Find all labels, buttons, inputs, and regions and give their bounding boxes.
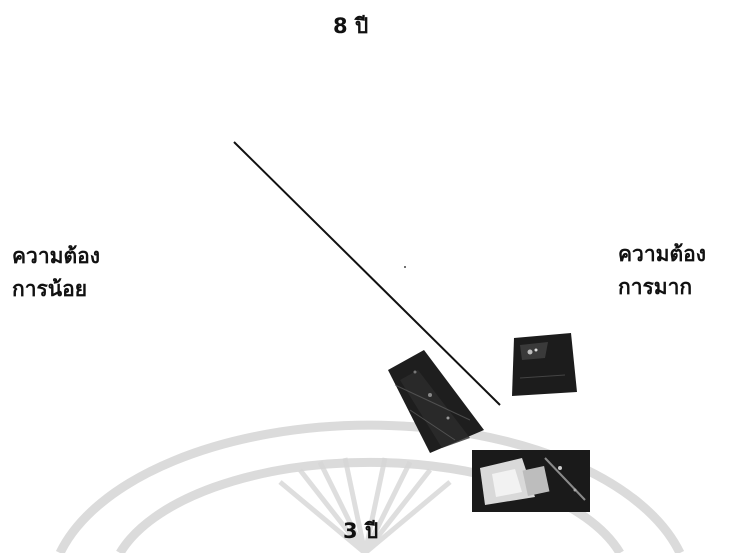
photo-tilted-dark [388,350,484,453]
photo-dark-bag [512,333,577,396]
photo-items-on-dark [472,450,590,512]
right-axis-label-line1: ความต้อง [618,238,706,271]
top-axis-label: 8 ปี [333,10,368,43]
top-axis-label-text: 8 ปี [333,10,368,43]
diagonal-divider-line [234,142,500,405]
bottom-axis-label: 3 ปี [343,515,378,548]
speck-dot [404,266,406,268]
left-axis-label-line1: ความต้อง [12,240,100,273]
left-axis-label-line2: การน้อย [12,273,100,306]
left-axis-label: ความต้อง การน้อย [12,240,100,305]
right-axis-label: ความต้อง การมาก [618,238,706,303]
right-axis-label-line2: การมาก [618,271,706,304]
bottom-axis-label-text: 3 ปี [343,515,378,548]
